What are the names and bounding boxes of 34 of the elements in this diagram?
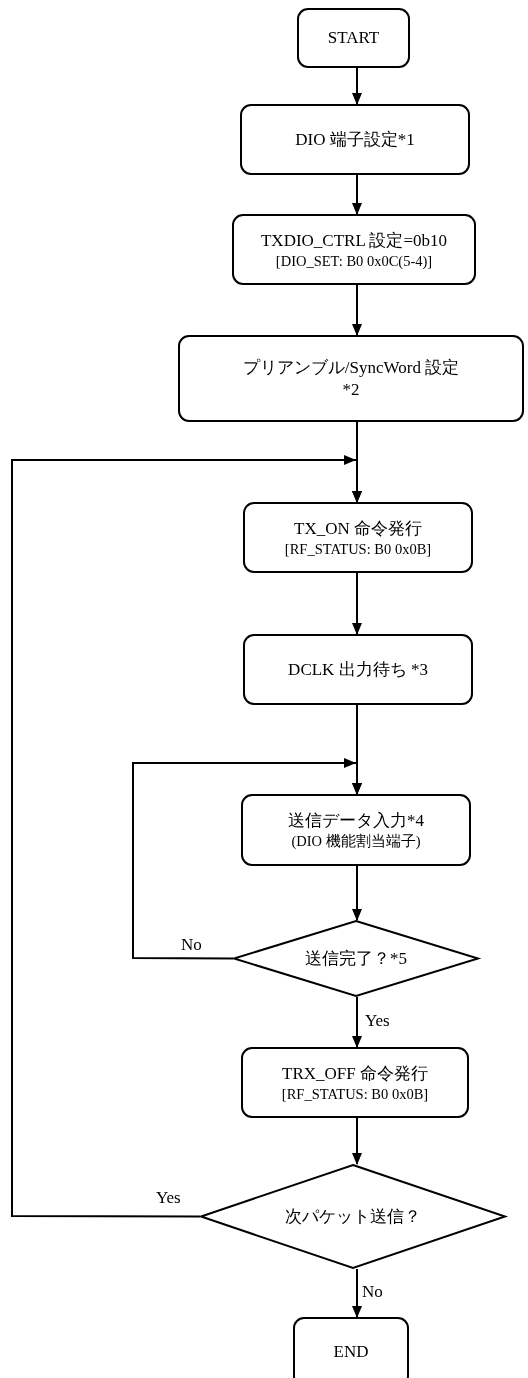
- step-text: END: [333, 1341, 369, 1363]
- decision-text: 次パケット送信？: [285, 1205, 421, 1228]
- arrow: [352, 1268, 362, 1318]
- process-box: [178, 335, 524, 422]
- process-box: [243, 634, 473, 705]
- arrow: [352, 67, 362, 105]
- register-text: [RF_STATUS: B0 0x0B]: [281, 1084, 429, 1103]
- register-text: (DIO 機能割当端子): [291, 832, 421, 850]
- register-text: [RF_STATUS: B0 0x0B]: [284, 539, 432, 558]
- arrow: [132, 758, 362, 960]
- step-text: DIO 端子設定*1: [295, 128, 415, 151]
- process-box: [240, 104, 470, 175]
- terminal-box: [293, 1317, 409, 1378]
- register-text: [DIO_SET: B0 0x0C(5-4)]: [275, 251, 433, 270]
- process-box: [241, 794, 471, 866]
- arrow: [352, 174, 362, 215]
- arrow: [352, 1117, 362, 1165]
- step-text: プリアンブル/SyncWord 設定*2: [241, 356, 461, 401]
- arrow: [352, 284, 362, 336]
- step-text: TX_ON 命令発行: [294, 517, 422, 540]
- process-box: [232, 214, 476, 285]
- arrow: [352, 865, 362, 921]
- arrow: [352, 996, 362, 1048]
- terminal-box: [297, 8, 410, 68]
- process-box: [241, 1047, 469, 1118]
- arrow: [11, 455, 362, 1218]
- step-text: START: [327, 27, 380, 49]
- process-box: [243, 502, 473, 573]
- decision-text: 送信完了？*5: [305, 947, 407, 970]
- step-text: TXDIO_CTRL 設定=0b10: [261, 229, 447, 252]
- step-text: DCLK 出力待ち *3: [288, 658, 428, 681]
- step-text: 送信データ入力*4: [288, 810, 424, 832]
- step-text: TRX_OFF 命令発行: [282, 1062, 428, 1085]
- arrow: [352, 572, 362, 635]
